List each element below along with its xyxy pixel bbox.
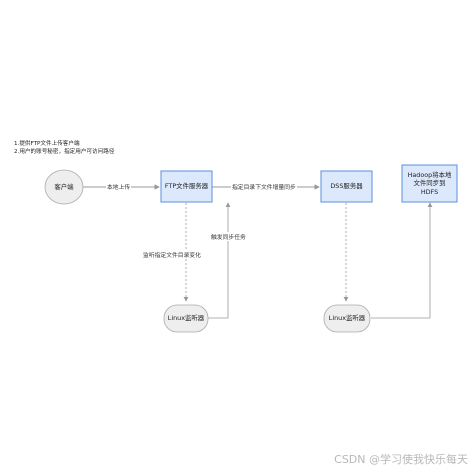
hadoop-label-line-1: Hadoop将本地: [407, 170, 452, 179]
ftp-server-label: FTP文件服务器: [164, 182, 209, 191]
watermark-text: CSDN @学习使我快乐每天: [334, 453, 468, 466]
linux-monitor-left-shape: [163, 304, 209, 333]
hadoop-node-shape: [401, 164, 458, 203]
client-node-shape: [44, 169, 84, 205]
hadoop-label: Hadoop将本地 文件同步到 HDFS: [402, 165, 457, 202]
dss-server-label: DSS服务器: [330, 182, 363, 191]
note-line-1: 1.提供FTP文件上传客户端: [14, 141, 80, 147]
edge-monitor-left-to-ftp: [207, 202, 231, 319]
hadoop-label-line-2: 文件同步到: [413, 179, 446, 188]
edge-label-trigger-sync: 触发同步任务: [210, 232, 247, 241]
note-line-2: 2.用户的账号秘密，指定用户可访问路径: [14, 149, 115, 155]
edge-label-monitor-dir: 监听指定文件目录变化: [142, 250, 202, 259]
dss-server-node-shape: [320, 170, 373, 203]
edge-label-local-upload: 本地上传: [106, 182, 132, 191]
linux-monitor-left-label: Linux监听器: [167, 314, 205, 323]
linux-monitor-right-label: Linux监听器: [328, 314, 366, 323]
linux-monitor-right-shape: [323, 304, 371, 333]
client-label: 客户端: [54, 182, 74, 191]
ftp-server-node-shape: [160, 170, 213, 203]
hadoop-label-line-3: HDFS: [420, 187, 439, 196]
edge-monitor-right-to-hadoop: [371, 202, 433, 319]
edge-label-incremental-sync: 指定目录下文件增量同步: [231, 182, 297, 191]
